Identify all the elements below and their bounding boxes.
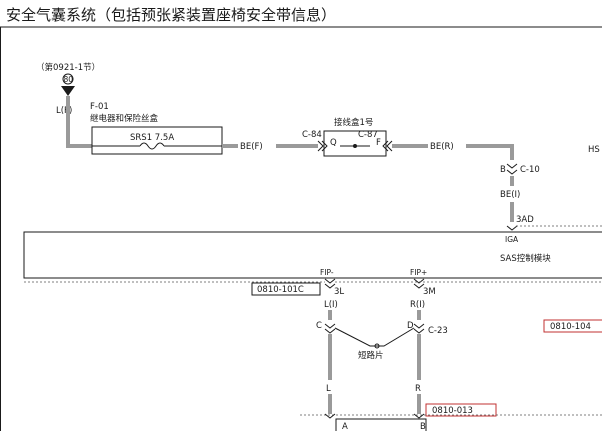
fip-minus-wire: L(I): [324, 300, 338, 310]
junction-node: [353, 144, 357, 148]
c23-name: C-23: [428, 326, 448, 336]
fuse-label: SRS1 7.5A: [130, 133, 174, 143]
bottom-pin-right: B: [420, 422, 426, 431]
module-pin-in-name: IGA: [505, 235, 519, 244]
source-arrow-icon: [61, 86, 75, 96]
ref-right: 0810-104: [550, 322, 591, 332]
fip-plus-label: FIP+: [410, 268, 427, 277]
junction-pin-right: F: [376, 138, 381, 148]
connector-c87-icon: [382, 140, 393, 152]
fuse-icon: [139, 142, 165, 150]
lower-wire-right: R: [415, 384, 421, 394]
sas-module: [23, 231, 602, 279]
c23-pin-right: D: [407, 321, 414, 331]
c10-name: C-10: [520, 165, 540, 175]
c10-pin: B: [500, 165, 506, 175]
fip-plus-pin: 3M: [423, 287, 436, 297]
fip-minus-label: FIP-: [320, 268, 334, 277]
source-wire-color: L(F): [56, 106, 72, 116]
fip-plus-wire: R(I): [410, 300, 425, 310]
junction-conn-left: C-84: [302, 130, 322, 140]
module-name: SAS控制模块: [500, 253, 551, 264]
fip-minus-pin: 3L: [334, 287, 344, 297]
fuse-box: [91, 126, 223, 155]
ref-box-bottom: [425, 403, 497, 417]
short-bar-label: 短路片: [358, 350, 384, 361]
junction-conn-right: C-87: [358, 130, 378, 140]
fuse-box-id: F-01: [90, 102, 109, 112]
short-bar: [334, 327, 415, 347]
ref-box-right: [543, 319, 602, 333]
connector-c23-left-icon: [324, 323, 336, 334]
source-section: （第0921-1节）: [36, 62, 100, 73]
module-pin-in: 3AD: [516, 215, 534, 225]
source-circle: [62, 73, 74, 85]
bottom-pin-left: A: [342, 422, 348, 431]
connector-c84-icon: [317, 140, 328, 152]
connector-c23-right-icon: [413, 323, 425, 334]
junction-pin-left: Q: [330, 138, 337, 148]
wire-be-r: [466, 144, 514, 160]
c23-pin-left: C: [316, 321, 322, 331]
wire-label-be-f: BE(F): [240, 142, 263, 152]
wire-label-be-r: BE(R): [430, 142, 454, 152]
fuse-box-name: 继电器和保险丝盒: [90, 113, 159, 124]
junction-name: 接线盒1号: [334, 117, 373, 128]
lower-wire-left: L: [326, 384, 331, 394]
ref-bottom: 0810-013: [432, 406, 473, 416]
wire-label-be-i: BE(I): [500, 190, 520, 200]
connector-c10-icon: [506, 163, 518, 175]
source-number: 80: [64, 75, 74, 84]
hs-label: HS: [588, 145, 600, 155]
bottom-component: [335, 418, 427, 434]
page-title: 安全气囊系统（包括预张紧装置座椅安全带信息）: [6, 6, 336, 24]
ref-left: 0810-101C: [257, 285, 304, 295]
ref-box-left: [251, 282, 321, 296]
wire-source: [66, 96, 92, 148]
